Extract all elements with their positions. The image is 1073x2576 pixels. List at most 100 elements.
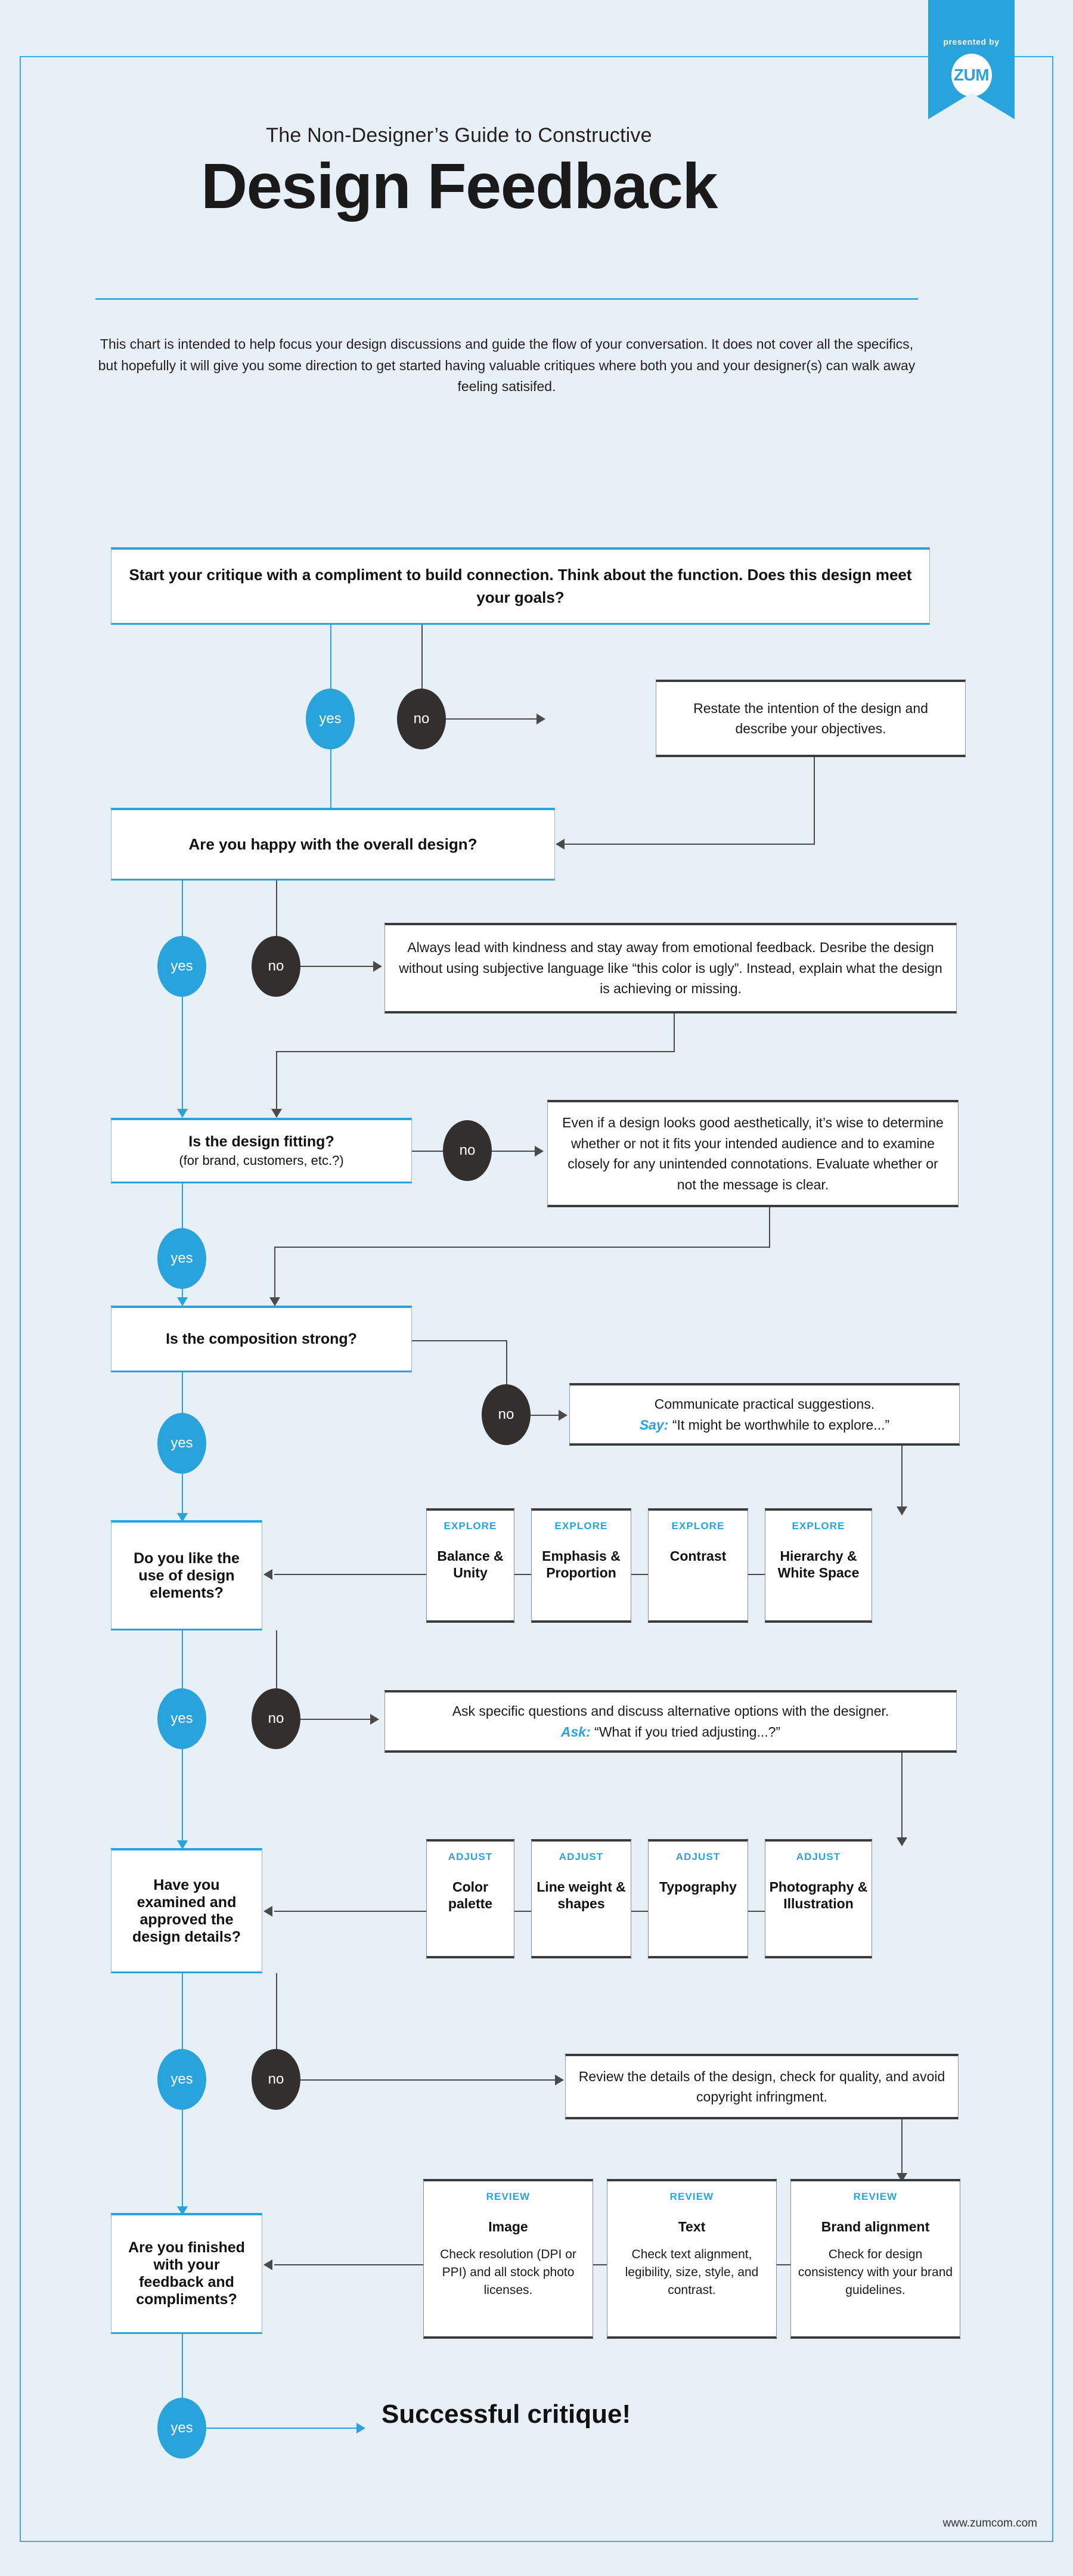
node-q-design-fitting: Is the design fitting? (for brand, custo… [111, 1118, 412, 1183]
connector-details-yes-down [182, 2110, 183, 2208]
pill-no-overall[interactable]: no [252, 936, 300, 997]
card-title: Typography [659, 1879, 737, 1895]
pill-yes-final[interactable]: yes [157, 2398, 206, 2459]
explore-card: EXPLORE Contrast [648, 1508, 748, 1623]
connector-composition-yes-down [182, 1474, 183, 1514]
node-q-overall-text: Are you happy with the overall design? [188, 835, 477, 853]
connector-no-to-aesthetics [492, 1151, 536, 1152]
connector-composition-yes [182, 1372, 183, 1414]
arrowhead-down [177, 1840, 188, 1849]
explore-card: EXPLORE Emphasis & Proportion [531, 1508, 631, 1623]
say-prefix: Say: [639, 1416, 669, 1433]
card-tag: ADJUST [796, 1851, 841, 1862]
card-tag: EXPLORE [671, 1520, 725, 1532]
header-kicker: The Non-Designer’s Guide to Constructive [266, 124, 652, 147]
pill-label: yes [319, 711, 342, 727]
connector-fitting-to-no [412, 1151, 445, 1152]
connector-composition-no-down [506, 1340, 507, 1388]
connector-no-to-review-note [300, 2079, 557, 2081]
connector-aesthetics-left [274, 1247, 770, 1248]
page-title: Design Feedback [201, 150, 718, 222]
pill-yes-elements[interactable]: yes [157, 1688, 206, 1749]
box-ask-line1: Ask specific questions and discuss alter… [452, 1703, 889, 1719]
card-tag: EXPLORE [792, 1520, 845, 1532]
pill-label: yes [170, 1435, 193, 1451]
zum-logo: ZUM [951, 54, 992, 97]
adjust-card: ADJUST Line weight & shapes [531, 1839, 631, 1958]
connector-explore-card-2-3 [631, 1574, 649, 1575]
explore-card: EXPLORE Balance & Unity [426, 1508, 514, 1623]
card-tag: EXPLORE [554, 1520, 608, 1532]
connector-no-to-kindness [300, 966, 375, 967]
card-title: Balance & Unity [437, 1548, 504, 1581]
arrowhead-left [263, 2259, 272, 2270]
card-title: Brand alignment [821, 2219, 930, 2234]
connector-no-to-restate [446, 718, 538, 720]
ask-prefix: Ask: [560, 1723, 591, 1740]
adjust-card: ADJUST Photography & Illustration [765, 1839, 872, 1958]
card-title: Photography & Illustration [769, 1879, 868, 1912]
connector-explore-card-3-4 [748, 1574, 765, 1575]
connector-review-to-finished [274, 2264, 423, 2265]
connector-review-card-2-3 [777, 2264, 795, 2265]
box-suggestions-line2: Say: “It might be worthwhile to explore.… [640, 1415, 889, 1436]
node-start-text: Start your critique with a compliment to… [129, 565, 912, 606]
connector-restate-left [565, 844, 815, 845]
presented-by-label: presented by [943, 37, 1000, 47]
node-q-finished-text: Are you finished with your feedback and … [128, 2239, 245, 2308]
connector-review-note-down [901, 2119, 903, 2176]
adjust-card: ADJUST Typography [648, 1839, 748, 1958]
pill-label: yes [170, 2071, 193, 2087]
pill-yes-overall[interactable]: yes [157, 936, 206, 997]
intro-paragraph: This chart is intended to help focus you… [98, 336, 916, 395]
pill-no-fitting[interactable]: no [443, 1120, 492, 1181]
zum-logo-text: ZUM [953, 66, 990, 84]
connector-explore-to-elements [274, 1574, 447, 1575]
connector-aesthetics-into-composition [274, 1247, 275, 1299]
box-aesthetics-text: Even if a design looks good aestheticall… [562, 1115, 944, 1192]
box-suggestions-line1: Communicate practical suggestions. [654, 1396, 875, 1412]
pill-no-composition[interactable]: no [482, 1384, 531, 1445]
connector-elements-yes [182, 1630, 183, 1690]
arrowhead-down [177, 1109, 188, 1118]
card-desc: Check resolution (DPI or PPI) and all st… [440, 2248, 576, 2297]
node-q-elements-text: Do you like the use of design elements? [134, 1549, 240, 1601]
card-desc: Check for design consistency with your b… [798, 2248, 953, 2297]
pill-label: yes [170, 1710, 193, 1726]
card-title: Hierarchy & White Space [777, 1548, 860, 1581]
pill-yes-start[interactable]: yes [306, 689, 355, 749]
pill-label: yes [170, 1250, 193, 1266]
card-desc: Check text alignment, legibility, size, … [625, 2248, 759, 2297]
node-q-finished: Are you finished with your feedback and … [111, 2213, 262, 2334]
pill-label: no [498, 1406, 514, 1422]
card-tag: REVIEW [853, 2191, 898, 2202]
pill-no-elements[interactable]: no [252, 1688, 300, 1749]
box-practical-suggestions: Communicate practical suggestions. Say: … [569, 1383, 960, 1446]
connector-suggestions-down-to-explore [901, 1446, 903, 1508]
node-q-details-text: Have you examined and approved the desig… [132, 1876, 241, 1945]
say-quote: “It might be worthwhile to explore...” [672, 1416, 890, 1433]
pill-no-details[interactable]: no [252, 2049, 300, 2110]
arrowhead-right [536, 714, 545, 724]
node-q-design-details: Have you examined and approved the desig… [111, 1848, 262, 1973]
connector-elements-no [276, 1630, 277, 1690]
pill-yes-details[interactable]: yes [157, 2049, 206, 2110]
box-ask-questions: Ask specific questions and discuss alter… [384, 1690, 957, 1753]
pill-label: no [459, 1142, 476, 1158]
connector-aesthetics-down [769, 1207, 770, 1248]
footer-url[interactable]: www.zumcom.com [942, 2517, 1037, 2529]
connector-overall-yes-down [182, 997, 183, 1110]
pill-no-start[interactable]: no [397, 689, 446, 749]
pill-yes-fitting[interactable]: yes [157, 1228, 206, 1289]
pill-label: yes [170, 958, 193, 974]
review-card: REVIEW Text Check text alignment, legibi… [607, 2179, 777, 2339]
card-title: Color palette [448, 1879, 493, 1912]
arrowhead-right [370, 1714, 379, 1725]
pill-yes-composition[interactable]: yes [157, 1413, 206, 1474]
box-review-details: Review the details of the design, check … [565, 2054, 959, 2119]
node-q-fitting-subtitle: (for brand, customers, etc.?) [179, 1153, 344, 1168]
connector-elements-yes-down [182, 1749, 183, 1842]
connector-start-yes [330, 625, 331, 690]
explore-card: EXPLORE Hierarchy & White Space [765, 1508, 872, 1623]
connector-kindness-left [276, 1051, 675, 1052]
